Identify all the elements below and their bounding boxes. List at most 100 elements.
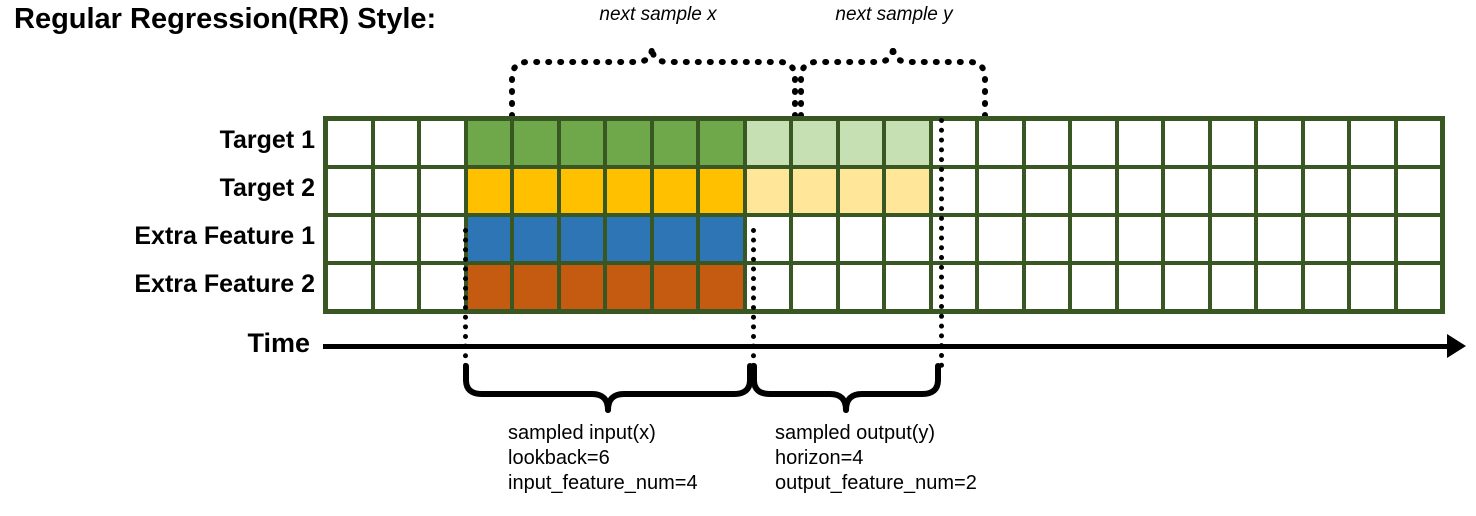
grid-cell xyxy=(793,169,836,213)
grid-cell xyxy=(839,217,882,261)
grid-cell xyxy=(1258,265,1301,309)
grid-cell xyxy=(653,121,696,165)
grid-cell xyxy=(653,265,696,309)
time-axis-line xyxy=(323,344,1453,349)
grid-cell xyxy=(607,121,650,165)
grid-cell xyxy=(1025,169,1068,213)
grid-cell xyxy=(746,169,789,213)
row-label-extra-feature-2: Extra Feature 2 xyxy=(134,270,315,298)
grid-cell xyxy=(1397,169,1440,213)
grid-cell xyxy=(421,265,464,309)
grid-cell xyxy=(700,121,743,165)
grid-cell xyxy=(607,265,650,309)
sampled-output-line-1: sampled output(y) xyxy=(775,422,936,444)
brace-sampled-input-right xyxy=(605,363,753,413)
grid-cell xyxy=(1025,265,1068,309)
grid-cell xyxy=(979,169,1022,213)
brace-sampled-output-right xyxy=(843,363,941,413)
grid-cell xyxy=(1025,121,1068,165)
grid-cell xyxy=(1118,169,1161,213)
grid-cell xyxy=(607,169,650,213)
grid-cell xyxy=(1258,121,1301,165)
sampled-input-line-2: lookback=6 xyxy=(508,447,610,469)
grid-cell xyxy=(560,265,603,309)
grid-cell xyxy=(1304,169,1347,213)
grid-cell xyxy=(1118,217,1161,261)
grid-cell xyxy=(560,121,603,165)
grid-cell xyxy=(979,121,1022,165)
grid-cell xyxy=(1211,121,1254,165)
grid-cell xyxy=(653,217,696,261)
grid-cell xyxy=(839,265,882,309)
grid-cell xyxy=(467,121,510,165)
sampled-output-caption: sampled output(y) horizon=4 output_featu… xyxy=(775,421,977,496)
grid-cell xyxy=(467,217,510,261)
grid-cell xyxy=(700,265,743,309)
grid-cell xyxy=(421,121,464,165)
grid-cell xyxy=(560,169,603,213)
grid-cell xyxy=(1211,265,1254,309)
grid-cell xyxy=(886,265,929,309)
grid-cell xyxy=(1211,169,1254,213)
brace-sampled-output-left xyxy=(751,363,849,413)
grid-cell xyxy=(793,121,836,165)
grid-cell xyxy=(328,169,371,213)
top-dotted-braces xyxy=(509,44,988,119)
grid-cell xyxy=(328,121,371,165)
grid-cell xyxy=(328,265,371,309)
grid-cell xyxy=(1351,265,1394,309)
grid-cell xyxy=(979,265,1022,309)
grid-cell xyxy=(700,217,743,261)
grid-cell xyxy=(886,217,929,261)
grid-cell xyxy=(467,169,510,213)
row-label-target-1: Target 1 xyxy=(219,126,315,154)
grid-row-target-2 xyxy=(328,169,1440,213)
brace-next-sample-x xyxy=(509,44,798,119)
grid-cell xyxy=(421,217,464,261)
page-title: Regular Regression(RR) Style: xyxy=(14,3,437,35)
grid-cell xyxy=(1304,121,1347,165)
grid-cell xyxy=(839,121,882,165)
grid-cell xyxy=(1397,217,1440,261)
grid-cell xyxy=(374,265,417,309)
grid-cell xyxy=(374,217,417,261)
grid-cell xyxy=(1351,121,1394,165)
sampled-input-caption: sampled input(x) lookback=6 input_featur… xyxy=(508,421,698,496)
grid-cell xyxy=(514,265,557,309)
grid-row-target-1 xyxy=(328,121,1440,165)
grid-cell xyxy=(1397,121,1440,165)
grid-cell xyxy=(1165,217,1208,261)
time-axis-label: Time xyxy=(247,328,310,358)
row-label-target-2: Target 2 xyxy=(219,174,315,202)
grid-cell xyxy=(374,169,417,213)
grid-row-extra-feature-2 xyxy=(328,265,1440,309)
sampled-output-line-2: horizon=4 xyxy=(775,447,864,469)
grid-cell xyxy=(1072,217,1115,261)
grid-cell xyxy=(1118,121,1161,165)
grid-cell xyxy=(839,169,882,213)
grid-cell xyxy=(1397,265,1440,309)
grid-cell xyxy=(793,265,836,309)
grid-cell xyxy=(514,217,557,261)
grid-cell xyxy=(700,169,743,213)
grid-cell xyxy=(653,169,696,213)
grid-cell xyxy=(1258,169,1301,213)
grid-cell xyxy=(979,217,1022,261)
grid-cell xyxy=(1351,169,1394,213)
grid-cell xyxy=(1258,217,1301,261)
grid-cell xyxy=(1072,121,1115,165)
grid-cell xyxy=(607,217,650,261)
grid-cell xyxy=(1211,217,1254,261)
grid-cell xyxy=(1072,265,1115,309)
brace-sampled-input-left xyxy=(463,363,611,413)
grid-cell xyxy=(1072,169,1115,213)
sampled-input-line-1: sampled input(x) xyxy=(508,422,656,444)
grid-cell xyxy=(1165,265,1208,309)
guide-output-end xyxy=(939,118,944,368)
grid-cell xyxy=(793,217,836,261)
grid-cell xyxy=(560,217,603,261)
sampled-input-line-3: input_feature_num=4 xyxy=(508,472,698,494)
grid-cell xyxy=(328,217,371,261)
guide-input-end xyxy=(751,228,756,368)
